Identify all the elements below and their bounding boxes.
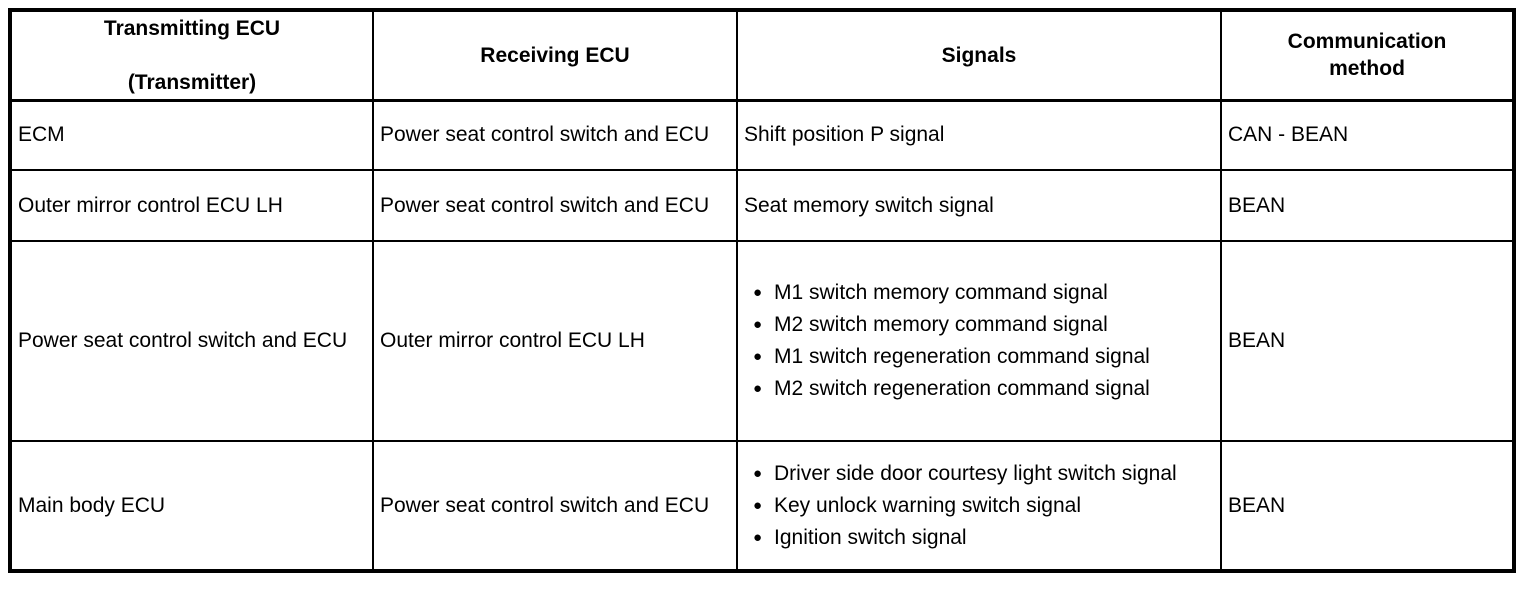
signal-item: Shift position P signal	[744, 123, 945, 147]
cell-transmitting-ecu: ECM	[9, 99, 374, 171]
cell-communication-method: BEAN	[1220, 169, 1515, 242]
signal-item: Driver side door courtesy light switch s…	[744, 458, 1212, 490]
cell-transmitting-ecu: Power seat control switch and ECU	[9, 240, 374, 442]
header-transmitting-ecu: Transmitting ECU (Transmitter)	[9, 9, 374, 102]
signal-item: Ignition switch signal	[744, 522, 1212, 554]
cell-signals: Driver side door courtesy light switch s…	[736, 440, 1222, 572]
table-row: Power seat control switch and ECU Outer …	[9, 240, 1515, 442]
signal-item: M2 switch regeneration command signal	[744, 373, 1212, 405]
table-body: ECM Power seat control switch and ECU Sh…	[9, 99, 1515, 572]
signal-list: Seat memory switch signal	[744, 192, 1212, 220]
table-header: Transmitting ECU (Transmitter) Receiving…	[9, 9, 1515, 102]
cell-transmitting-ecu: Main body ECU	[9, 440, 374, 572]
table-row: ECM Power seat control switch and ECU Sh…	[9, 99, 1515, 171]
header-row: Transmitting ECU (Transmitter) Receiving…	[9, 9, 1515, 102]
ecu-communication-table: Transmitting ECU (Transmitter) Receiving…	[8, 8, 1516, 573]
cell-communication-method: BEAN	[1220, 440, 1515, 572]
cell-signals: Shift position P signal	[736, 99, 1222, 171]
signal-item: M2 switch memory command signal	[744, 309, 1212, 341]
cell-receiving-ecu: Power seat control switch and ECU	[372, 440, 738, 572]
cell-receiving-ecu: Outer mirror control ECU LH	[372, 240, 738, 442]
signal-item: M1 switch memory command signal	[744, 277, 1212, 309]
table-row: Outer mirror control ECU LH Power seat c…	[9, 169, 1515, 242]
signal-list: Driver side door courtesy light switch s…	[744, 458, 1212, 554]
header-receiving-ecu: Receiving ECU	[372, 9, 738, 102]
signal-list: Shift position P signal	[744, 121, 1212, 149]
cell-communication-method: BEAN	[1220, 240, 1515, 442]
cell-receiving-ecu: Power seat control switch and ECU	[372, 99, 738, 171]
signal-item: M1 switch regeneration command signal	[744, 341, 1212, 373]
cell-communication-method: CAN - BEAN	[1220, 99, 1515, 171]
header-signals: Signals	[736, 9, 1222, 102]
signal-list: M1 switch memory command signalM2 switch…	[744, 277, 1212, 405]
cell-signals: M1 switch memory command signalM2 switch…	[736, 240, 1222, 442]
table-row: Main body ECU Power seat control switch …	[9, 440, 1515, 572]
cell-transmitting-ecu: Outer mirror control ECU LH	[9, 169, 374, 242]
signal-item: Seat memory switch signal	[744, 193, 994, 217]
header-communication-method: Communication method	[1220, 9, 1515, 102]
cell-receiving-ecu: Power seat control switch and ECU	[372, 169, 738, 242]
signal-item: Key unlock warning switch signal	[744, 490, 1212, 522]
cell-signals: Seat memory switch signal	[736, 169, 1222, 242]
